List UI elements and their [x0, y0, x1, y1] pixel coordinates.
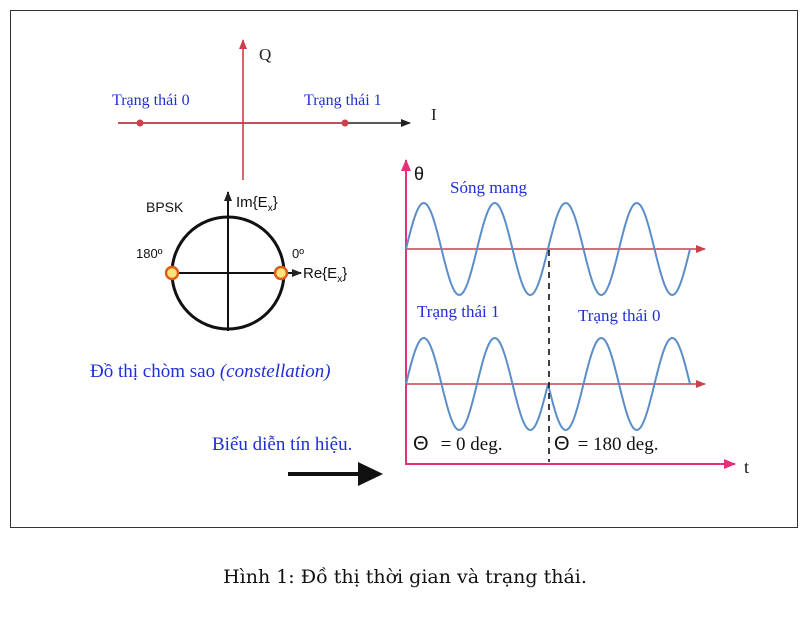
point-180 [164, 265, 180, 281]
iq-state0-label: Trạng thái 0 [112, 92, 190, 109]
signal-representation-label: Biểu diễn tín hiệu. [212, 434, 352, 455]
figure-frame [10, 10, 798, 528]
big-right-arrow [288, 462, 383, 486]
angle-0-label: 0º [292, 246, 304, 261]
constellation-caption: Đồ thị chòm sao (constellation) [90, 361, 331, 382]
state1-point [341, 119, 349, 127]
phase-180-label: Θ= 180 deg. [554, 433, 658, 455]
bpsk-title: BPSK [146, 199, 184, 215]
modulated-wave [405, 336, 691, 432]
wave-state1-label: Trạng thái 1 [417, 302, 500, 321]
phase-0-label: Θ= 0 deg. [413, 433, 502, 455]
re-axis-label: Re{Ex} [303, 265, 347, 285]
iq-plane: Q I Trạng thái 0 Trạng thái 1 [112, 39, 437, 180]
constellation: BPSK 180º 0º Im{Ex} Re{Ex} Đồ thị chòm s… [90, 191, 347, 382]
iq-state1-label: Trạng thái 1 [304, 92, 382, 109]
i-axis-label: I [431, 105, 437, 124]
waveform-panel: θ t Sóng mang Trạng thái 1 Trạng thái 0 … [401, 159, 749, 477]
carrier-label: Sóng mang [450, 178, 527, 197]
q-axis-label: Q [259, 45, 271, 64]
state0-point [136, 119, 144, 127]
carrier-wave [405, 201, 691, 297]
time-axis-label: t [744, 457, 749, 477]
point-0 [273, 265, 289, 281]
theta-axis-label: θ [414, 164, 424, 184]
figure-caption: Hình 1: Đồ thị thời gian và trạng thái. [223, 566, 587, 588]
wave-state0-label: Trạng thái 0 [578, 306, 661, 325]
angle-180-label: 180º [136, 246, 163, 261]
im-axis-label: Im{Ex} [236, 194, 278, 214]
